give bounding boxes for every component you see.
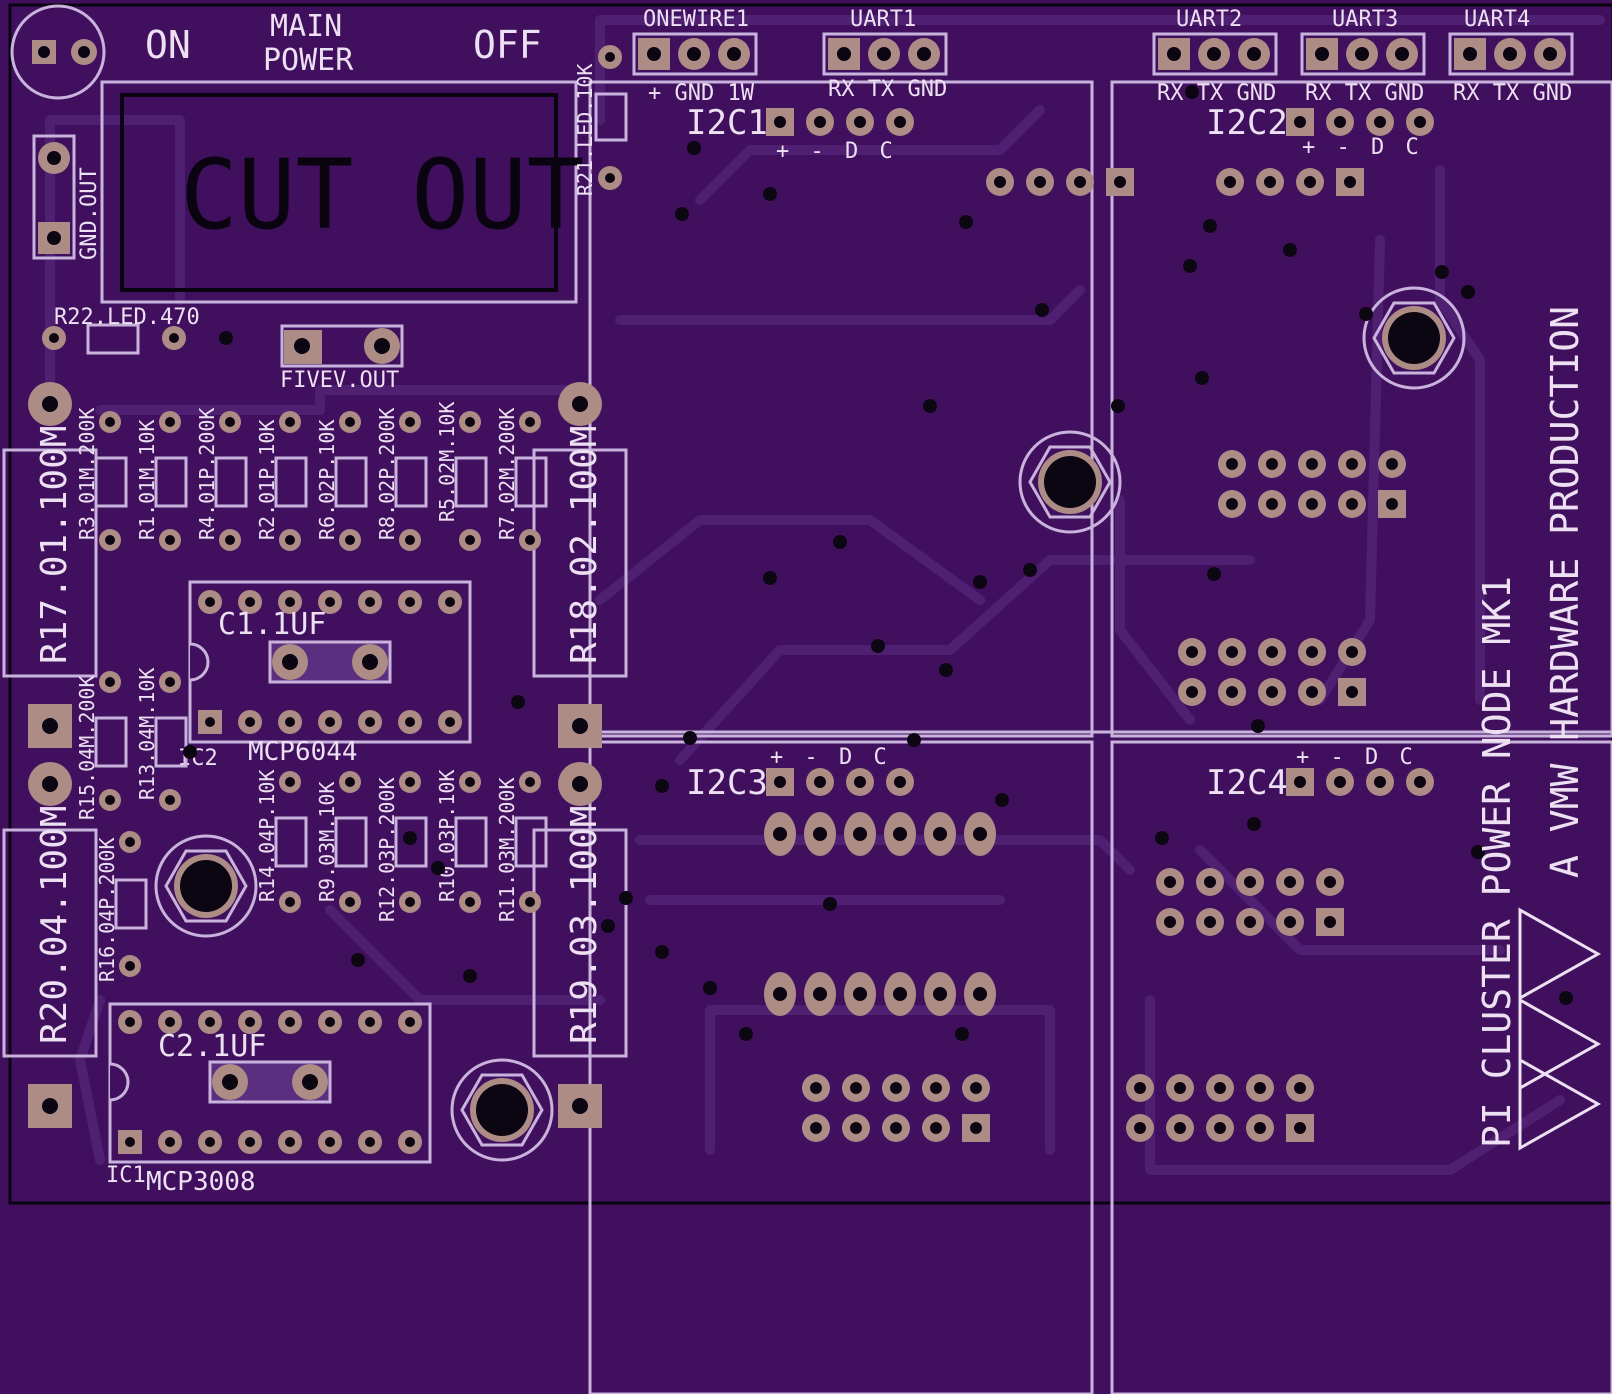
r6-label: R6.02P.10K: [315, 420, 339, 540]
r4-label: R4.01P.200K: [195, 408, 219, 540]
switch-on-label: ON: [145, 23, 191, 67]
r20-resistor: R20.04.100M: [2, 762, 98, 1128]
c2-label: C2.1UF: [158, 1029, 266, 1064]
r21-resistor: R21.LED.10K: [573, 45, 628, 196]
r12-label: R12.03P.200K: [375, 778, 399, 923]
r3-label: R3.01M.200K: [75, 408, 99, 540]
board-outline: [8, 3, 1612, 1205]
r9-label: R9.03M.10K: [315, 782, 339, 902]
cutout-region: CUT OUT: [100, 80, 585, 304]
power-switch: ON MAIN POWER OFF: [10, 4, 542, 100]
r13-label: R13.04M.10K: [135, 668, 159, 800]
i2c2-header: I2C2 + - D C: [1206, 103, 1434, 160]
onewire-label: ONEWIRE1: [643, 7, 749, 32]
uart1-label: UART1: [850, 7, 916, 32]
uart1-header: UART1 RX TX GND: [822, 7, 948, 102]
switch-power-label: POWER: [263, 43, 354, 78]
r17-label: R17.01.100M: [34, 426, 75, 664]
i2c3-pins-label: + - D C: [770, 745, 887, 770]
ic1-chip: C2.1UF IC1 MCP3008: [106, 1002, 432, 1197]
r22-label: R22.LED.470: [54, 305, 200, 330]
mounting-hole: [450, 1058, 554, 1162]
uart4-label: UART4: [1464, 7, 1530, 32]
i2c2-label: I2C2: [1206, 103, 1288, 143]
copper-traces: [45, 15, 1605, 1175]
board-title: PI CLUSTER POWER NODE MK1: [1475, 576, 1519, 1148]
i2c3-header: I2C3 + - D C: [686, 745, 914, 803]
fivev-out-connector: FIVEV.OUT: [280, 324, 404, 393]
r16-label: R16.04P.200K: [95, 838, 119, 983]
r10-label: R10.03P.10K: [435, 770, 459, 902]
big-resistors: R17.01.100M R18.02.100M R20.04.100M R19.…: [2, 382, 628, 1128]
ic2-part-label: MCP6044: [248, 737, 358, 767]
mounting-hole: [1018, 430, 1122, 534]
ic1-label: IC1: [106, 1163, 146, 1188]
uart2-label: UART2: [1176, 7, 1242, 32]
ic1-part-label: MCP3008: [146, 1167, 256, 1197]
r7-label: R7.02M.200K: [495, 408, 519, 540]
onewire-pins-label: + GND 1W: [648, 81, 755, 106]
r2-label: R2.01P.10K: [255, 420, 279, 540]
r20-label: R20.04.100M: [34, 806, 75, 1044]
resistor-row-bottom: R14.04P.10K R9.03M.10K R12.03P.200K R10.…: [255, 770, 548, 923]
i2c1-header: I2C1 + - D C: [686, 103, 914, 164]
i2c4-label: I2C4: [1206, 763, 1288, 803]
r16-resistor: R16.04P.200K: [95, 831, 148, 983]
r14-label: R14.04P.10K: [255, 770, 279, 902]
r8-label: R8.02P.200K: [375, 408, 399, 540]
gnd-out-label: GND.OUT: [77, 167, 102, 260]
uart3-pins-label: RX TX GND: [1305, 81, 1424, 106]
switch-main-label: MAIN: [270, 9, 342, 44]
uart4-header: UART4 RX TX GND: [1448, 7, 1574, 106]
board-subtitle: A VMW HARDWARE PRODUCTION: [1543, 306, 1587, 878]
r18-label: R18.02.100M: [564, 426, 605, 664]
onewire-header: ONEWIRE1 + GND 1W: [632, 7, 758, 106]
gnd-out-connector: GND.OUT: [32, 134, 102, 260]
i2c4-header: I2C4 + - D C: [1206, 745, 1434, 803]
pin-headers-2x5: [802, 450, 1406, 1142]
r22-resistor: R22.LED.470: [42, 305, 200, 355]
r21-label: R21.LED.10K: [573, 64, 597, 196]
resistor-row-mid: R15.04M.200K R13.04M.10K: [75, 668, 188, 821]
r19-resistor: R19.03.100M: [532, 762, 628, 1128]
uart3-label: UART3: [1332, 7, 1398, 32]
mounting-hole: [1362, 286, 1466, 390]
uart2-header: UART2 RX TX GND: [1152, 7, 1278, 106]
pin-rows-top: [986, 168, 1364, 196]
r15-label: R15.04M.200K: [75, 676, 99, 821]
r19-label: R19.03.100M: [564, 806, 605, 1044]
r17-resistor: R17.01.100M: [2, 382, 98, 748]
i2c1-pins-label: + - D C: [776, 139, 893, 164]
mounting-holes: [154, 286, 1466, 1162]
r5-label: R5.02M.10K: [435, 402, 459, 522]
uart1-pins-label: RX TX GND: [828, 77, 947, 102]
uart4-pins-label: RX TX GND: [1453, 81, 1572, 106]
r11-label: R11.03M.200K: [495, 778, 519, 923]
uart3-header: UART3 RX TX GND: [1300, 7, 1426, 106]
resistor-row-top: R3.01M.200K R1.01M.10K R4.01P.200K R2.01…: [75, 402, 548, 551]
r1-label: R1.01M.10K: [135, 420, 159, 540]
c1-label: C1.1UF: [218, 607, 326, 642]
i2c1-label: I2C1: [686, 103, 768, 143]
i2c3-label: I2C3: [686, 763, 768, 803]
i2c2-pins-label: + - D C: [1302, 135, 1419, 160]
fivev-out-label: FIVEV.OUT: [280, 368, 399, 393]
mounting-hole: [154, 834, 258, 938]
oval-pad-rows: [764, 812, 996, 1016]
vmw-logo: [1518, 907, 1602, 1151]
vias: [183, 85, 1573, 1041]
uart2-pins-label: RX TX GND: [1157, 81, 1276, 106]
r18-resistor: R18.02.100M: [532, 382, 628, 748]
switch-off-label: OFF: [473, 23, 542, 67]
cutout-label: CUT OUT: [180, 139, 585, 251]
i2c4-pins-label: + - D C: [1296, 745, 1413, 770]
